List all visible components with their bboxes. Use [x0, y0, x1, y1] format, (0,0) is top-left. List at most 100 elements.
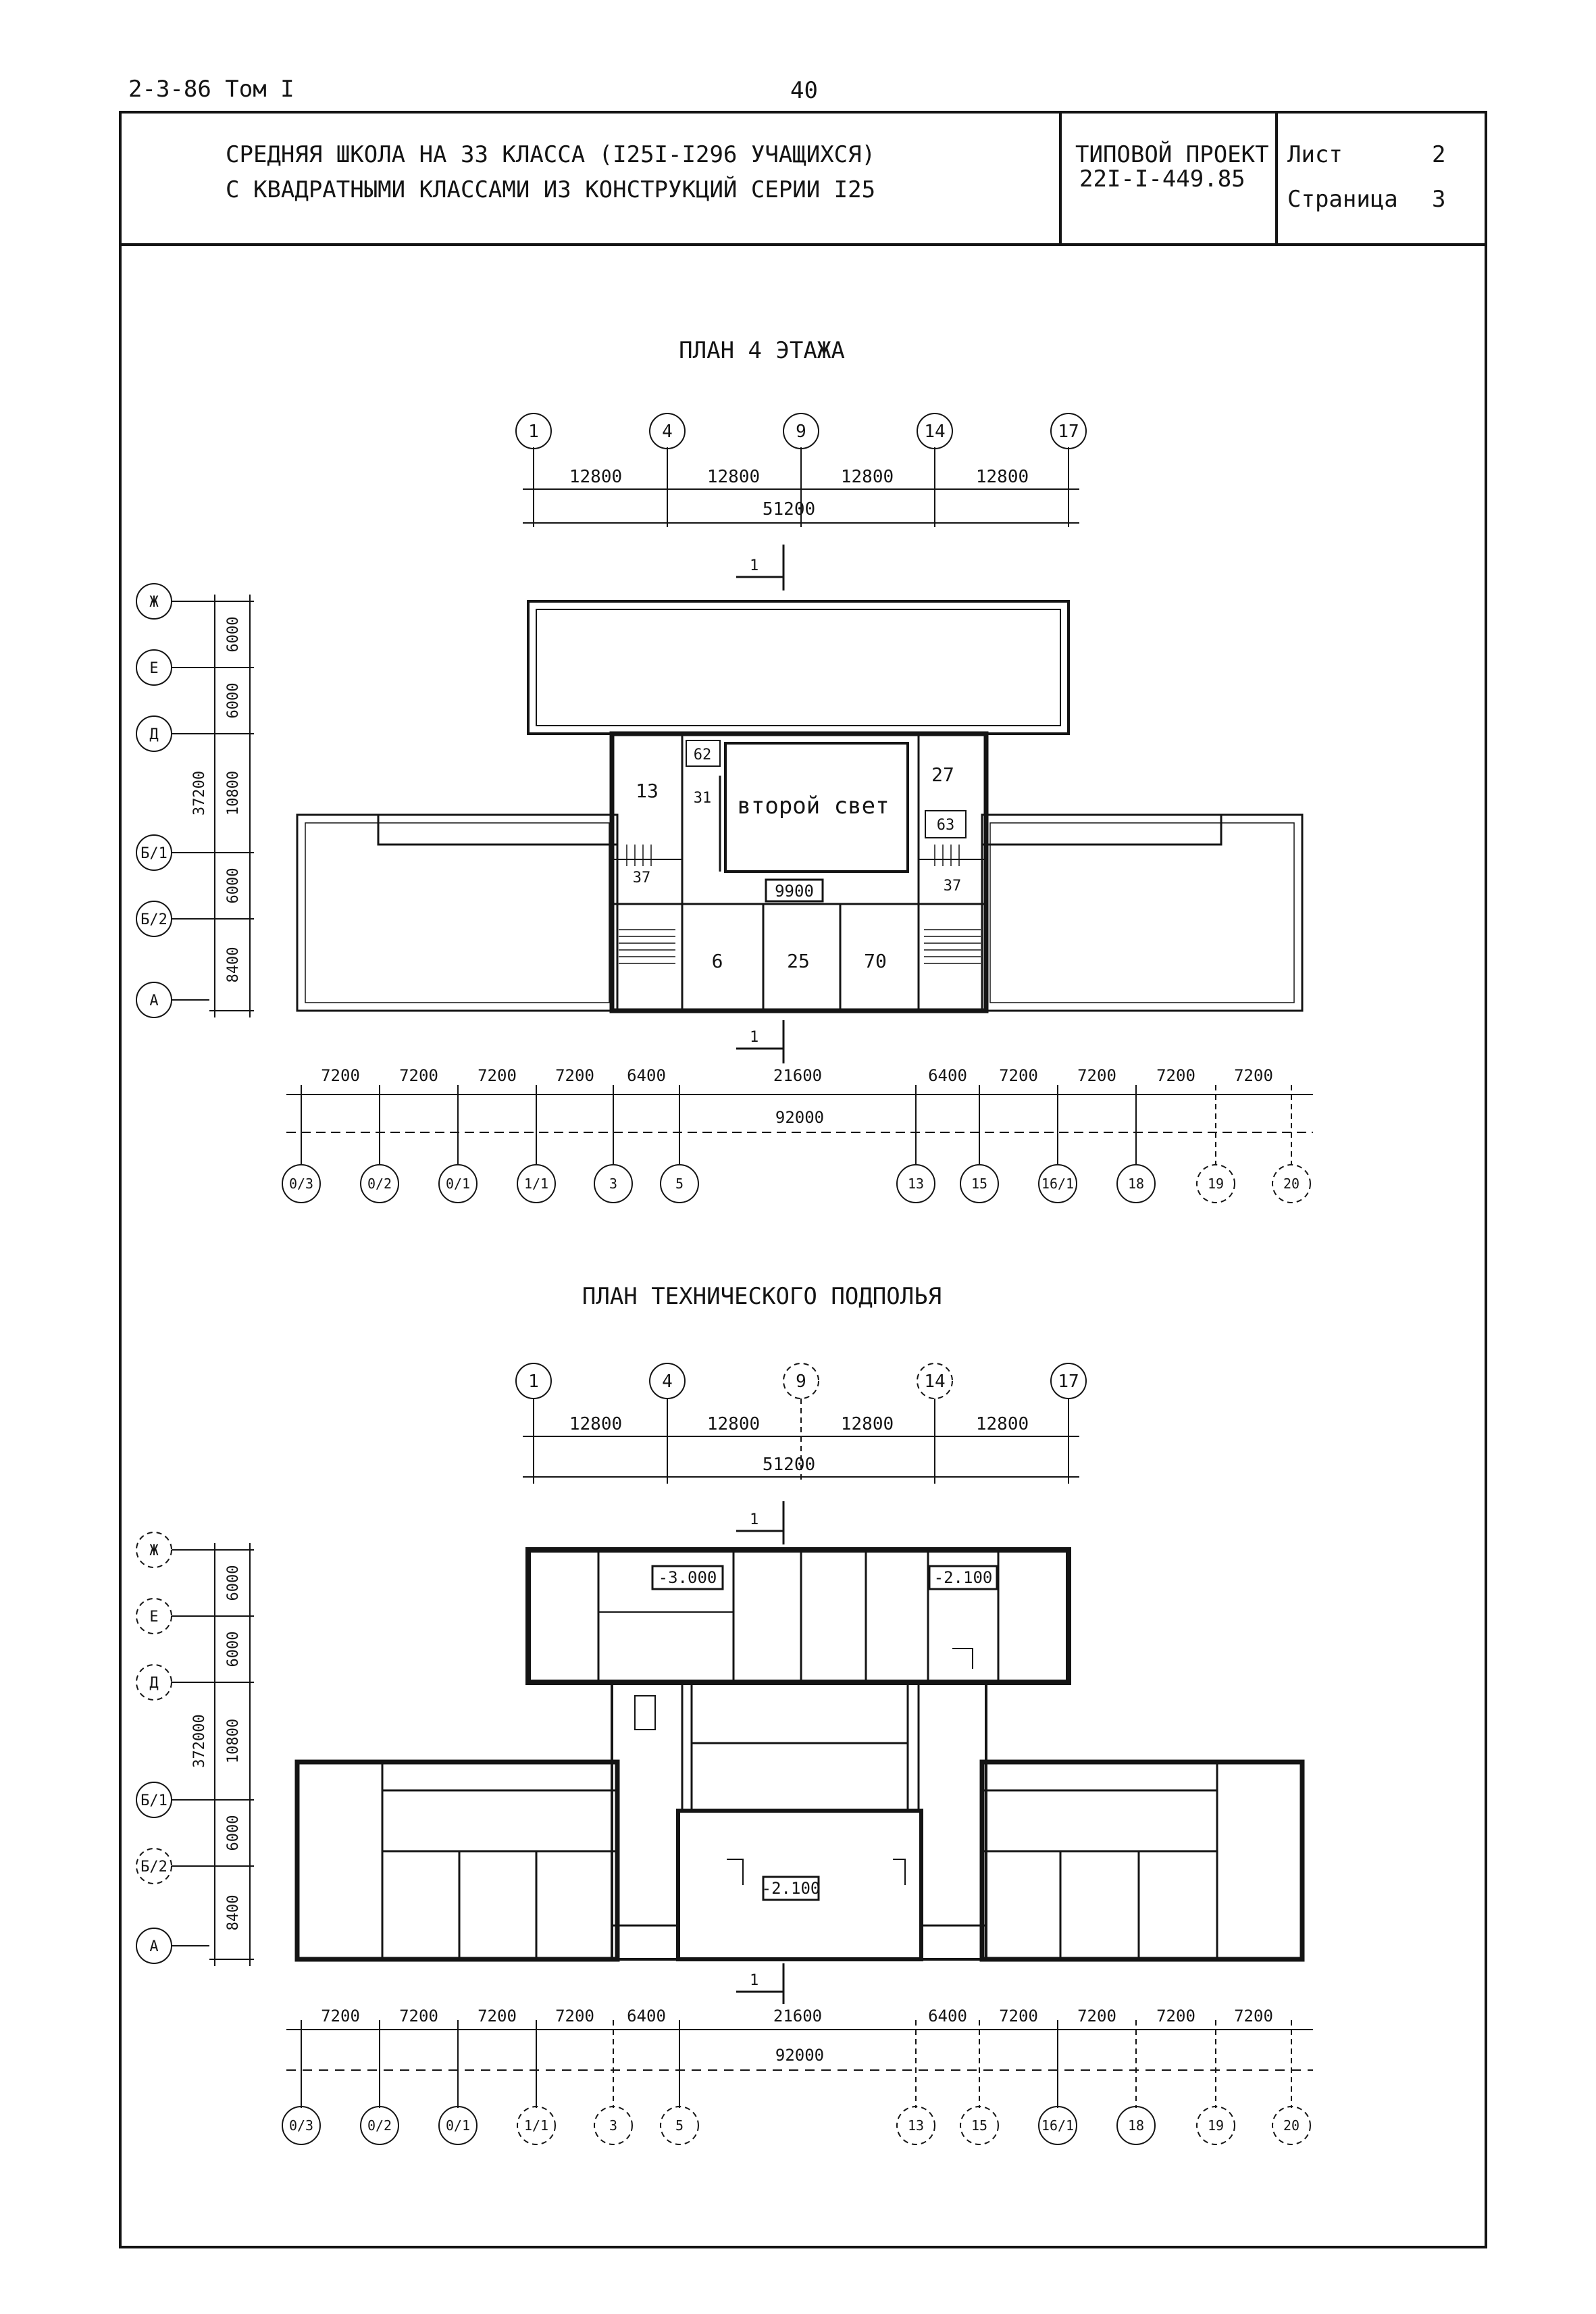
plan1-top-dim: 12800 — [976, 467, 1029, 487]
plan2-section-mark-top — [736, 1501, 785, 1544]
plan1-left-axes — [136, 583, 254, 1018]
plan1-section-label-top: 1 — [750, 557, 758, 574]
plan1-bottom-dim: 7200 — [399, 1066, 438, 1085]
plan1-top-axis-4: 4 — [662, 422, 673, 442]
plan2-top-axis-1: 1 — [528, 1372, 539, 1392]
plan2-bottom-dim: 21600 — [773, 2007, 822, 2026]
page-number: 40 — [790, 77, 818, 104]
plan1-title: ПЛАН 4 ЭТАЖА — [679, 337, 845, 364]
plan1-bottom-axis: 20 — [1283, 1176, 1299, 1192]
plan2-top-axes — [515, 1363, 1087, 1484]
plan2-left-dim: 10800 — [225, 1719, 242, 1763]
plan2-left-dim: 6000 — [225, 1815, 242, 1851]
plan1-left-axis-b2: Б/2 — [140, 911, 168, 928]
plan2-top-dim: 12800 — [841, 1414, 894, 1434]
plan1-room-13: 13 — [636, 780, 659, 802]
plan1-top-dim: 12800 — [569, 467, 622, 487]
plan1-bottom-dim: 7200 — [321, 1066, 360, 1085]
plan1-room-63: 63 — [937, 817, 955, 834]
plan1-bottom-axis: 1/1 — [524, 1176, 548, 1192]
plan2-bottom-axis: 0/1 — [446, 2117, 470, 2134]
plan1-bottom-axis: 0/1 — [446, 1176, 470, 1192]
plan2-top-axis-9: 9 — [796, 1372, 806, 1392]
plan1-section-mark-bottom — [736, 1020, 785, 1063]
project-title-line1: СРЕДНЯЯ ШКОЛА НА 33 КЛАССА (I25I-I296 УЧ… — [226, 141, 876, 168]
plan1-room-37a: 37 — [633, 870, 651, 886]
plan2-left-total: 372000 — [191, 1714, 208, 1767]
plan2-left-axis-e: Е — [149, 1609, 158, 1626]
plan2-top-total: 51200 — [763, 1455, 815, 1475]
document-code: 2-3-86 Том I — [128, 76, 294, 103]
plan1-left-axis-b1: Б/1 — [140, 845, 168, 862]
plan1-top-total: 51200 — [763, 499, 815, 520]
plan1-bottom-dim: 7200 — [1156, 1066, 1195, 1085]
plan2-bottom-axis: 1/1 — [524, 2117, 548, 2134]
plan1-left-dim: 6000 — [225, 683, 242, 719]
plan1-bottom-axis: 0/2 — [367, 1176, 392, 1192]
plan2-left-dim: 6000 — [225, 1565, 242, 1601]
plan2-bottom-total: 92000 — [775, 2046, 824, 2065]
plan2-section-label-bottom: 1 — [750, 1972, 758, 1989]
plan1-section-label-bottom: 1 — [750, 1029, 758, 1046]
plan-technical-underfloor: ПЛАН ТЕХНИЧЕСКОГО ПОДПОЛЬЯ 1 4 9 14 17 1… — [136, 1283, 1313, 2145]
plan1-bottom-axis: 0/3 — [289, 1176, 313, 1192]
plan2-section-mark-bottom — [736, 1963, 785, 2004]
page-label: Страница — [1287, 186, 1398, 213]
plan1-left-axis-zh: Ж — [149, 594, 159, 611]
plan2-top-axis-17: 17 — [1058, 1372, 1079, 1392]
project-cell: ТИПОВОЙ ПРОЕКТ 22I-I-449.85 — [1059, 111, 1275, 243]
plan1-room-37b: 37 — [944, 878, 962, 895]
plan1-top-axis-1: 1 — [528, 422, 539, 442]
plan1-bottom-dim: 6400 — [928, 1066, 967, 1085]
plan1-room-31: 31 — [694, 790, 712, 807]
plan1-top-axes — [515, 413, 1087, 527]
plan2-level-2: -2.100 — [934, 1568, 993, 1587]
plan2-bottom-axis: 0/2 — [367, 2117, 392, 2134]
plan2-bottom-axis: 15 — [971, 2117, 987, 2134]
plan1-top-axis-14: 14 — [924, 422, 945, 442]
project-label: ТИПОВОЙ ПРОЕКТ — [1075, 141, 1269, 168]
plan2-bottom-dim: 7200 — [1077, 2007, 1116, 2026]
plan1-bottom-axis: 16/1 — [1041, 1176, 1074, 1192]
plan1-left-axis-e: Е — [149, 660, 158, 677]
plan2-left-dim: 6000 — [225, 1632, 242, 1667]
plan-4th-floor: ПЛАН 4 ЭТАЖА 1 4 9 14 17 12800 12800 128… — [136, 337, 1313, 1203]
plan1-bottom-axis: 13 — [908, 1176, 924, 1192]
plan2-left-axis-d: Д — [149, 1675, 158, 1692]
plan2-top-axis-4: 4 — [662, 1372, 673, 1392]
plan2-left-axis-zh: Ж — [149, 1542, 159, 1559]
plan1-bottom-total: 92000 — [775, 1108, 824, 1127]
plan1-room-70: 70 — [864, 950, 887, 972]
plan1-top-dim: 12800 — [707, 467, 760, 487]
plan1-left-dim: 8400 — [225, 947, 242, 983]
plan1-bottom-dim: 21600 — [773, 1066, 822, 1085]
plan1-bottom-dim: 7200 — [999, 1066, 1038, 1085]
plan2-bottom-axes — [282, 2020, 1313, 2145]
plan2-bottom-axis: 20 — [1283, 2117, 1299, 2134]
sheet-cell: Лист 2 Страница 3 — [1275, 111, 1485, 243]
plan2-left-dim: 8400 — [225, 1895, 242, 1931]
plan2-level-1: -3.000 — [659, 1568, 717, 1587]
plan2-bottom-dim: 7200 — [1234, 2007, 1273, 2026]
plan2-bottom-dim: 6400 — [928, 2007, 967, 2026]
plan1-bottom-dim: 7200 — [1077, 1066, 1116, 1085]
plan2-bottom-axis: 13 — [908, 2117, 924, 2134]
plan1-left-dim: 10800 — [225, 771, 242, 815]
plan2-bottom-dim: 7200 — [1156, 2007, 1195, 2026]
plan2-bottom-axis: 3 — [609, 2117, 617, 2134]
plan1-bottom-axes — [282, 1085, 1313, 1203]
plan1-bottom-axis: 5 — [675, 1176, 684, 1192]
project-title-line2: С КВАДРАТНЫМИ КЛАССАМИ ИЗ КОНСТРУКЦИЙ СЕ… — [226, 176, 876, 203]
plan2-title: ПЛАН ТЕХНИЧЕСКОГО ПОДПОЛЬЯ — [582, 1283, 942, 1310]
plan2-bottom-axis: 18 — [1128, 2117, 1144, 2134]
plan1-bottom-dim: 7200 — [478, 1066, 517, 1085]
plan2-bottom-dim: 6400 — [627, 2007, 666, 2026]
plan1-bottom-axis: 3 — [609, 1176, 617, 1192]
plan1-bottom-axis: 15 — [971, 1176, 987, 1192]
drawing-frame — [119, 111, 1487, 2248]
plan2-left-axis-b2: Б/2 — [140, 1859, 168, 1876]
plan1-top-axis-bubble-2 — [649, 413, 686, 449]
plan1-level-9900: 9900 — [775, 882, 814, 901]
plan2-top-dim: 12800 — [707, 1414, 760, 1434]
